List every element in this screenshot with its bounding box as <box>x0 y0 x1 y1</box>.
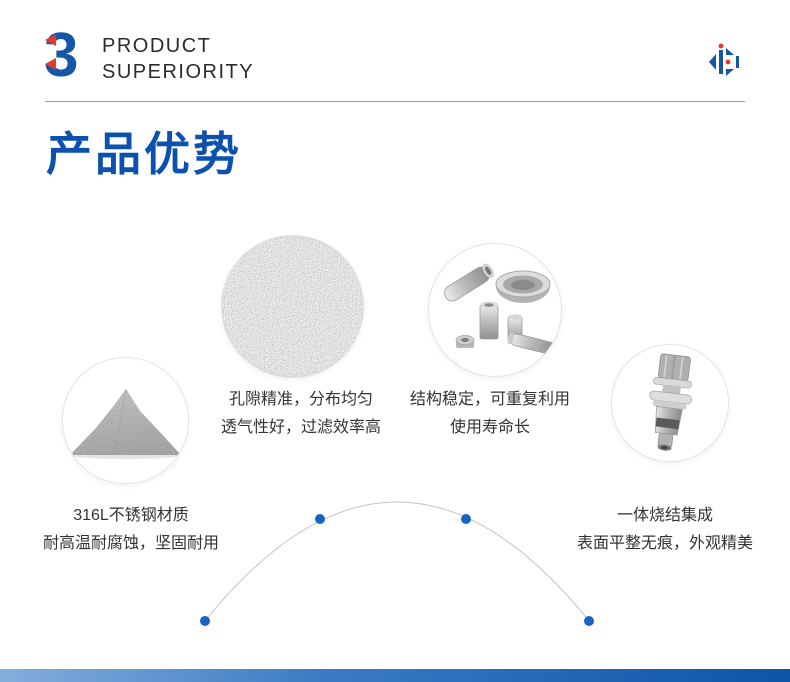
bottom-accent-bar <box>0 669 790 682</box>
section-number-3-icon: 3 <box>44 21 79 90</box>
powder-pile-image <box>62 357 189 484</box>
feature-line: 316L不锈钢材质 <box>73 507 189 524</box>
feature-pores-text: 孔隙精准，分布均匀 透气性好，过滤效率高 <box>196 386 406 442</box>
porous-texture-image <box>221 235 364 378</box>
feature-sintered-text: 一体烧结集成 表面平整无痕，外观精美 <box>553 502 777 558</box>
feature-material-text: 316L不锈钢材质 耐高温耐腐蚀，坚固耐用 <box>25 502 237 558</box>
sintered-component-image <box>611 344 729 462</box>
feature-line: 一体烧结集成 <box>616 507 713 524</box>
section-heading-line1: PRODUCT <box>102 35 212 57</box>
feature-line: 孔隙精准，分布均匀 <box>228 391 373 408</box>
feature-line: 表面平整无痕，外观精美 <box>576 535 753 552</box>
feature-line: 使用寿命长 <box>449 419 530 436</box>
arc-dot <box>584 616 594 626</box>
feature-line: 结构稳定，可重复利用 <box>409 391 570 408</box>
feature-structure-text: 结构稳定，可重复利用 使用寿命长 <box>385 386 595 442</box>
arc-dot <box>315 514 325 524</box>
feature-line: 透气性好，过滤效率高 <box>220 419 381 436</box>
logo-red-accent-icon <box>45 58 56 70</box>
section-heading: PRODUCT SUPERIORITY <box>102 33 254 85</box>
section-number-logo: 3 <box>44 22 100 90</box>
section-heading-line2: SUPERIORITY <box>102 61 255 83</box>
header-divider <box>45 101 745 102</box>
logo-red-accent-icon <box>45 34 56 46</box>
feature-line: 耐高温耐腐蚀，坚固耐用 <box>42 535 219 552</box>
filter-parts-image <box>428 243 562 377</box>
brand-glyph-icon <box>709 43 739 76</box>
page-title: 产品优势 <box>46 128 242 180</box>
arc-dot <box>461 514 471 524</box>
arc-dot <box>200 616 210 626</box>
